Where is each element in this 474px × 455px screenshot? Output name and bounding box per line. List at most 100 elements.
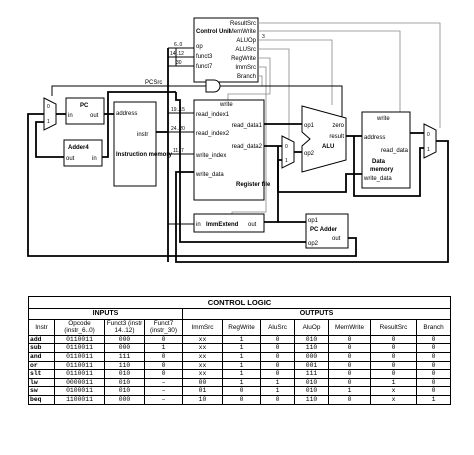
header-funct3: Funct3 (instr 14..12) (104, 319, 145, 336)
cell-alusrc: 0 (260, 352, 295, 362)
cell-instr: slt (28, 369, 55, 379)
cell-alusrc: 0 (260, 360, 295, 371)
cell-funct7: 0 (144, 360, 183, 371)
header-branch: Branch (415, 319, 452, 336)
cell-funct3: 010 (104, 369, 145, 379)
pc-mux: 0 1 (43, 97, 57, 131)
control-input-op: op (196, 44, 203, 50)
alu-title: ALU (322, 144, 334, 150)
result-mux: 0 1 (423, 123, 437, 159)
cell-immsrc: 00 (182, 377, 223, 388)
regfile-write-data: write_data (195, 172, 224, 178)
cell-aluop: 110 (294, 394, 329, 405)
cell-opcode: 0100011 (54, 386, 105, 396)
immextend-in-port: in (196, 222, 201, 228)
funct3-bits-label: 14..12 (170, 51, 184, 57)
control-unit: Control Unit op funct3 funct7 ResultSrc … (193, 17, 259, 83)
pcadder-op1-port: op1 (308, 218, 319, 224)
cell-branch: 0 (415, 343, 452, 353)
adder4-title: Adder4 (68, 145, 89, 151)
cell-memwrite: 1 (328, 386, 371, 396)
cell-opcode: 0110011 (54, 352, 105, 362)
regfile-read-index2: read_index2 (196, 131, 230, 137)
cell-aluop: 001 (294, 360, 329, 371)
control-output-resultsrc: ResultSrc (230, 21, 256, 27)
dmem-title-line1: Data (372, 159, 386, 165)
imem-address-port: address (116, 111, 137, 117)
regfile-read-data2: read_data2 (232, 144, 263, 150)
data-memory: write address read_data Data memory writ… (361, 111, 411, 189)
cell-instr: sw (28, 386, 55, 396)
alu-result-port: result (329, 134, 344, 140)
control-output-aluop: ALUOp (236, 38, 256, 44)
alu-mux: 0 1 (281, 135, 295, 169)
cell-aluop: 000 (294, 352, 329, 362)
control-unit-title: Control Unit (196, 29, 231, 35)
cell-instr: sub (28, 343, 55, 353)
imm-extend: in ImmExtend out (193, 213, 265, 233)
pc-register: PC in out (65, 97, 105, 125)
regfile-write-port: write (219, 102, 233, 108)
cell-branch: 0 (415, 360, 452, 371)
cell-funct7: 0 (144, 334, 183, 345)
alu-op1-port: op1 (304, 123, 315, 129)
cell-instr: beq (28, 394, 55, 405)
cell-funct7: 0 (144, 352, 183, 362)
result-writeback-wire (175, 140, 449, 263)
cell-immsrc: 10 (182, 394, 223, 405)
header-resultsrc: ResultSrc (370, 319, 417, 336)
cell-regwrite: 1 (222, 352, 261, 362)
pcadder-to-pcmux-wire (27, 113, 357, 257)
cell-aluop: 111 (294, 369, 329, 379)
cell-alusrc: 0 (260, 369, 295, 379)
dmem-address-port: address (364, 135, 385, 141)
cell-regwrite: 1 (222, 343, 261, 353)
datapath-diagram: Control Unit op funct3 funct7 ResultSrc … (27, 17, 449, 263)
write-index-bits-label: 11..7 (173, 148, 184, 154)
regfile-read-index1: read_index1 (196, 112, 230, 118)
cell-funct7: – (144, 394, 183, 405)
header-memwrite: MemWrite (328, 319, 371, 336)
inputs-group-header: INPUTS (28, 308, 183, 320)
cell-aluop: 010 (294, 386, 329, 396)
cell-funct3: 110 (104, 360, 145, 371)
pcadder-out-port: out (332, 236, 341, 242)
cell-funct7: 0 (144, 369, 183, 379)
cell-branch: 0 (415, 369, 452, 379)
cell-funct3: 010 (104, 377, 145, 388)
instruction-memory: address instr Instruction memory (113, 101, 173, 187)
dmem-title-line2: memory (370, 167, 394, 173)
register-file: write read_index1 read_index2 write_inde… (193, 99, 271, 201)
cell-branch: 0 (415, 334, 452, 345)
alu: op1 op2 zero result ALU (301, 105, 347, 173)
cell-memwrite: 0 (328, 369, 371, 379)
cell-alusrc: 0 (260, 334, 295, 345)
cell-resultsrc: 1 (370, 377, 417, 388)
cell-regwrite: 1 (222, 334, 261, 345)
cell-immsrc: xx (182, 334, 223, 345)
pcsrc-label: PCSrc (145, 80, 162, 86)
op-bits-label: 6..0 (174, 42, 183, 48)
control-input-funct7: funct7 (196, 64, 213, 70)
cell-memwrite: 0 (328, 343, 371, 353)
alu-op2-port: op2 (304, 151, 315, 157)
cell-branch: 0 (415, 377, 452, 388)
regfile-write-index: write_index (195, 153, 226, 159)
cell-aluop: 110 (294, 343, 329, 353)
outputs-group-header: OUTPUTS (181, 308, 452, 320)
alu-zero-port: zero (332, 123, 344, 129)
index1-bits-label: 19..15 (171, 107, 185, 113)
header-regwrite: RegWrite (222, 319, 261, 336)
funct7-bits-label: 30 (176, 60, 182, 66)
cell-memwrite: 0 (328, 352, 371, 362)
cell-funct7: – (144, 386, 183, 396)
control-output-wires: 3 (218, 22, 441, 218)
cell-instr: lw (28, 377, 55, 388)
result-mux-in1: 1 (427, 147, 430, 153)
branch-and-gate (205, 79, 221, 93)
